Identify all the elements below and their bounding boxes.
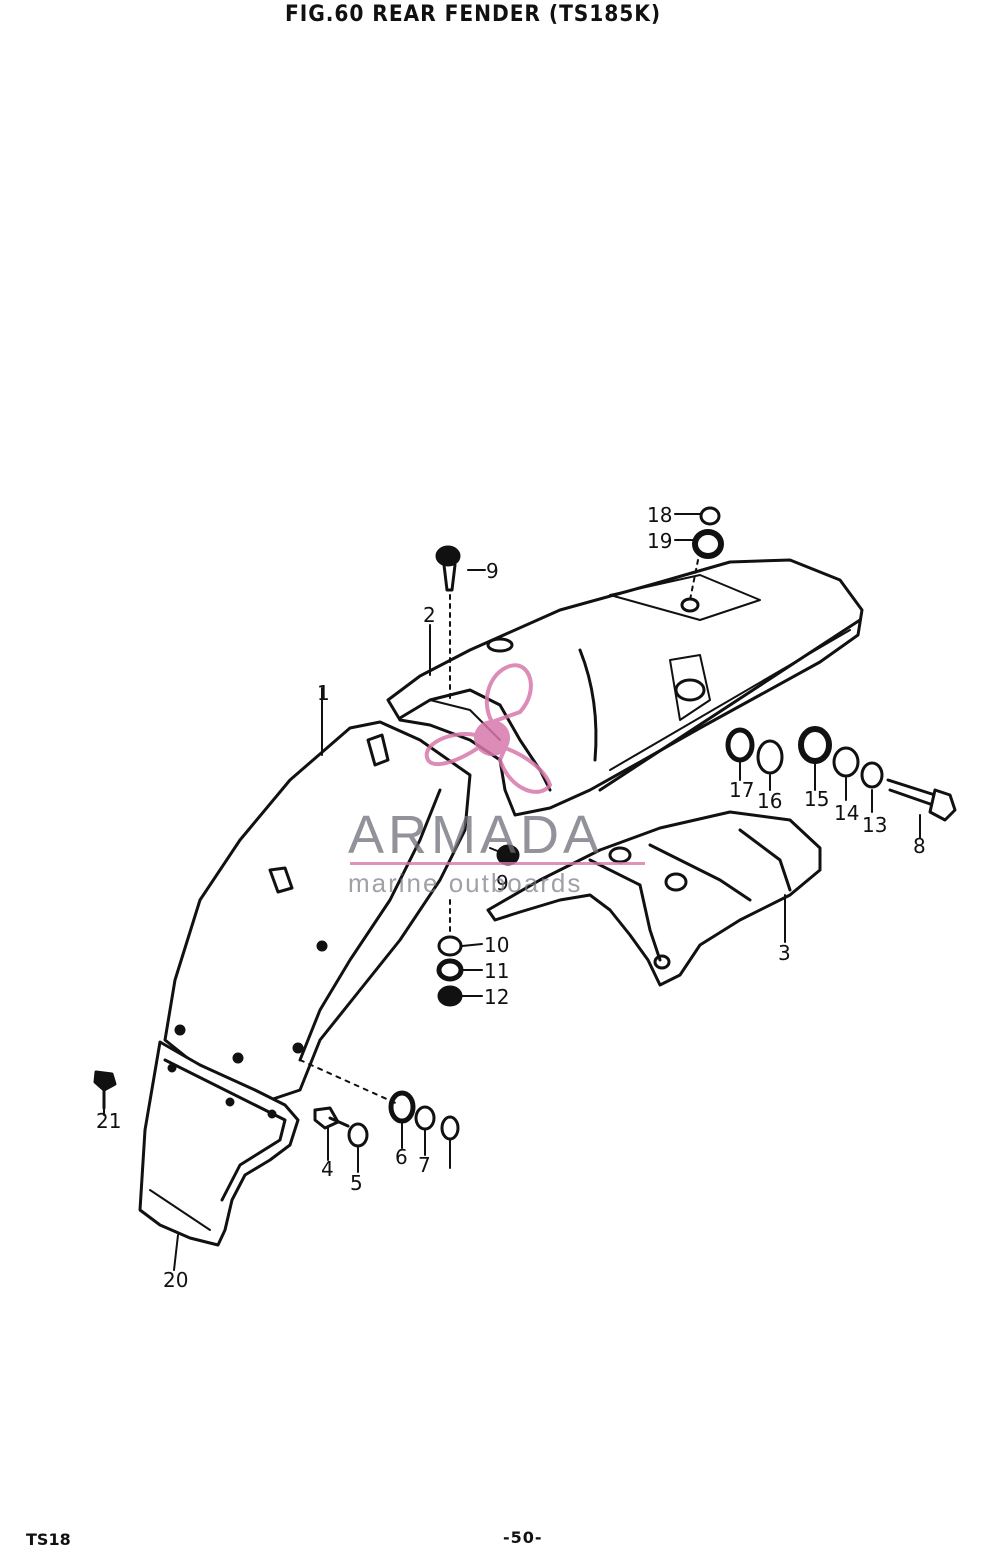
callout-13: 13: [862, 813, 887, 837]
part-fasteners-4-7: [299, 1059, 460, 1148]
callout-16: 16: [757, 789, 782, 813]
watermark-brand: ARMADA: [348, 805, 604, 865]
part-mud-flap: [138, 1040, 300, 1247]
callout-11: 11: [484, 959, 509, 983]
part-rear-fender-main: [163, 720, 472, 1102]
callout-12: 12: [484, 985, 509, 1009]
callout-20: 20: [163, 1268, 188, 1292]
callout-19: 19: [647, 529, 672, 553]
part-washers-10-12: [436, 899, 464, 1007]
footer-page-number: -50-: [503, 1528, 543, 1547]
callout-7: 7: [418, 1153, 431, 1177]
part-washers-13-17: [725, 726, 884, 789]
part-fender-bracket: [486, 810, 822, 987]
part-bolt-9-upper: [435, 545, 461, 701]
footer-model: TS18: [26, 1530, 71, 1549]
propeller-logo: [424, 663, 553, 794]
callout-17: 17: [729, 778, 754, 802]
callout-6: 6: [395, 1145, 408, 1169]
callout-9-lower: 9: [496, 871, 509, 895]
watermark-rule: [350, 862, 645, 865]
callout-3: 3: [778, 941, 791, 965]
part-clip-21: [93, 1070, 117, 1110]
figure-title: FIG.60 REAR FENDER (TS185K): [285, 2, 662, 27]
callout-18: 18: [647, 503, 672, 527]
leader-lines: [103, 513, 921, 1271]
callout-14: 14: [834, 801, 859, 825]
callout-4: 4: [321, 1157, 334, 1181]
callout-10: 10: [484, 933, 509, 957]
callout-21: 21: [96, 1109, 121, 1133]
callout-5: 5: [350, 1171, 363, 1195]
callout-1: 1: [317, 681, 330, 705]
part-rear-fender-upper: [386, 558, 864, 817]
callout-9-upper: 9: [486, 559, 499, 583]
callout-2: 2: [423, 603, 436, 627]
callout-8: 8: [913, 834, 926, 858]
callout-labels: 1 2 3 4 5 6 7 8 9 9 10 11 12 13 14 15 16…: [96, 503, 926, 1292]
part-bolt-8: [886, 778, 957, 822]
callout-15: 15: [804, 787, 829, 811]
part-nuts-18-19: [680, 506, 724, 613]
watermark-tagline: marine outboards: [348, 868, 583, 898]
